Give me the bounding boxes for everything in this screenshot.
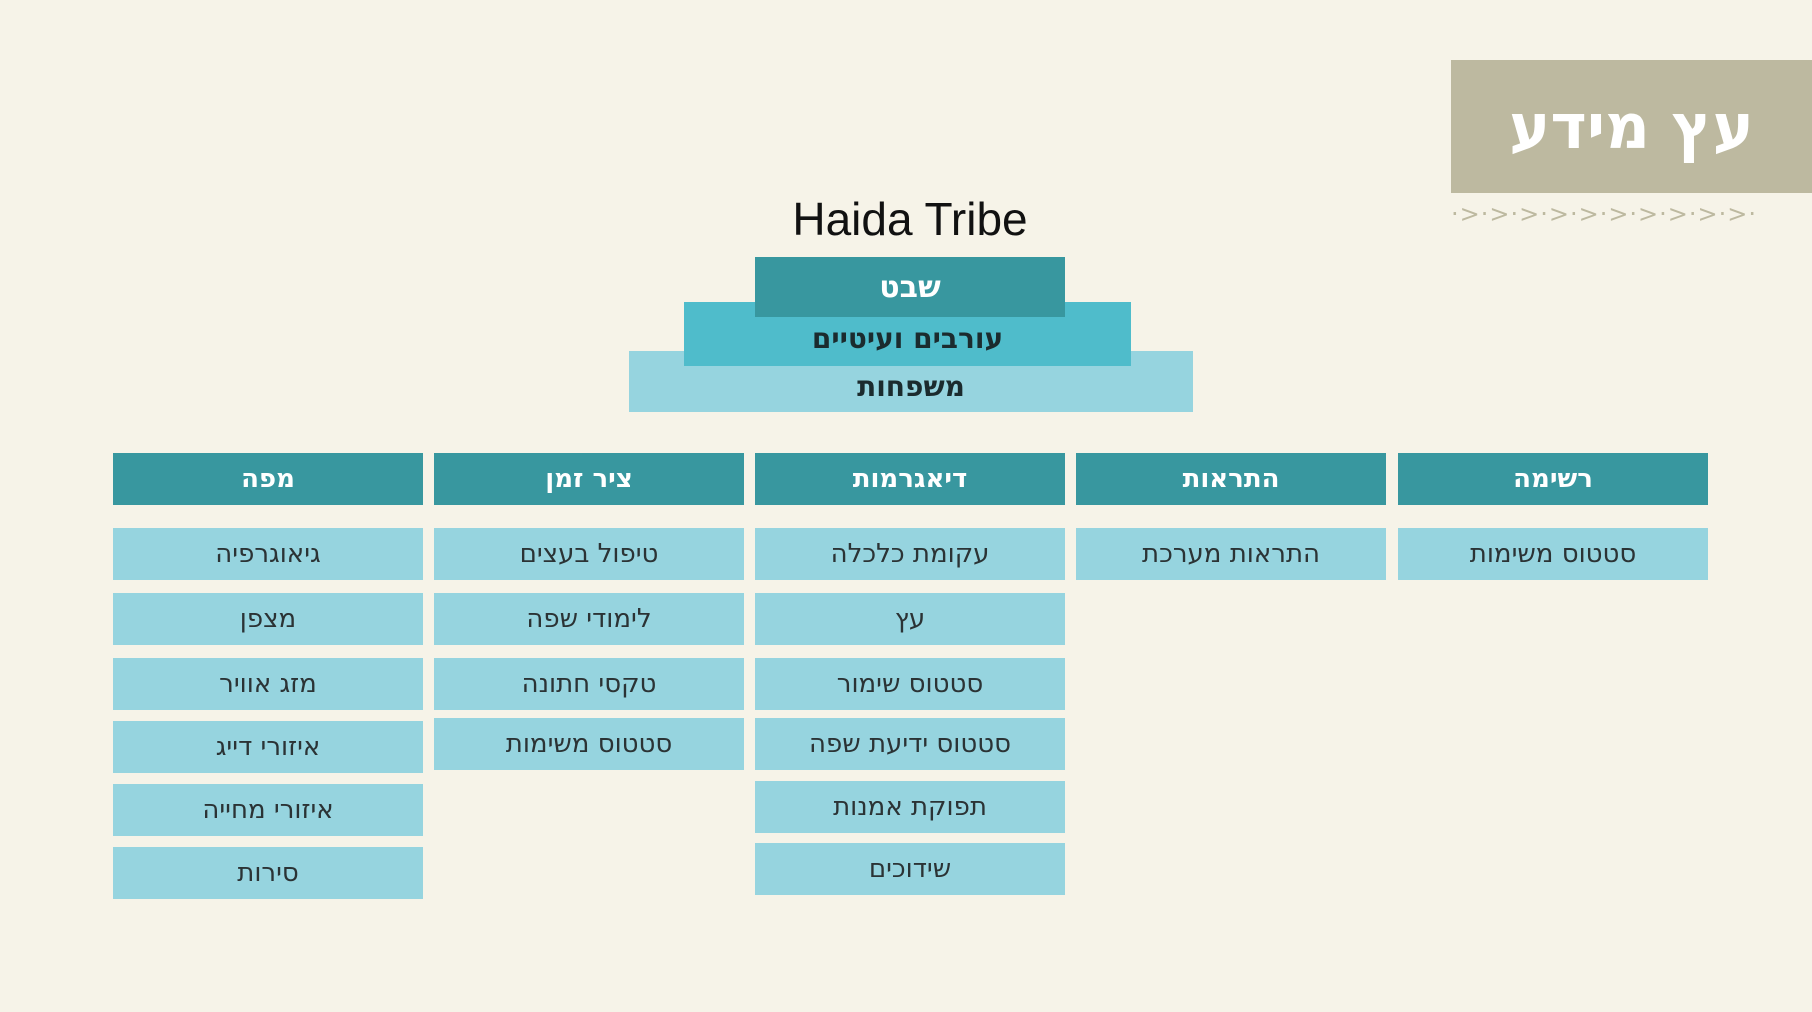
arrow-decoration: ·>·>·>·>·>·>·>·>·>·>· — [1451, 200, 1758, 228]
column-header[interactable]: מפה — [113, 453, 423, 505]
column-item[interactable]: עקומת כלכלה — [755, 528, 1065, 580]
column-item[interactable]: שידוכים — [755, 843, 1065, 895]
column-header[interactable]: דיאגרמות — [755, 453, 1065, 505]
column-item[interactable]: סטטוס שימור — [755, 658, 1065, 710]
column-item[interactable]: סטטוס משימות — [434, 718, 744, 770]
column-item[interactable]: סטטוס משימות — [1398, 528, 1708, 580]
page-title-badge: עץ מידע — [1451, 60, 1812, 193]
tier-tribe: שבט — [755, 257, 1065, 317]
column-item[interactable]: איזורי דייג — [113, 721, 423, 773]
column-item[interactable]: מצפן — [113, 593, 423, 645]
column-timeline: ציר זמן טיפול בעצים לימודי שפה טקסי חתונ… — [434, 453, 744, 770]
column-item[interactable]: מזג אוויר — [113, 658, 423, 710]
column-item[interactable]: עץ — [755, 593, 1065, 645]
column-item[interactable]: סירות — [113, 847, 423, 899]
column-item[interactable]: טיפול בעצים — [434, 528, 744, 580]
column-alerts: התראות התראות מערכת — [1076, 453, 1386, 580]
page-title: עץ מידע — [1509, 90, 1754, 163]
column-map: מפה גיאוגרפיה מצפן מזג אוויר איזורי דייג… — [113, 453, 423, 899]
column-header[interactable]: התראות — [1076, 453, 1386, 505]
column-header[interactable]: רשימה — [1398, 453, 1708, 505]
column-item[interactable]: סטטוס ידיעת שפה — [755, 718, 1065, 770]
tree-title: Haida Tribe — [792, 193, 1028, 245]
column-header[interactable]: ציר זמן — [434, 453, 744, 505]
column-item[interactable]: טקסי חתונה — [434, 658, 744, 710]
column-item[interactable]: גיאוגרפיה — [113, 528, 423, 580]
column-item[interactable]: תפוקת אמנות — [755, 781, 1065, 833]
column-item[interactable]: התראות מערכת — [1076, 528, 1386, 580]
column-list: רשימה סטטוס משימות — [1398, 453, 1708, 580]
column-diagrams: דיאגרמות עקומת כלכלה עץ סטטוס שימור סטטו… — [755, 453, 1065, 895]
column-item[interactable]: לימודי שפה — [434, 593, 744, 645]
column-item[interactable]: איזורי מחייה — [113, 784, 423, 836]
